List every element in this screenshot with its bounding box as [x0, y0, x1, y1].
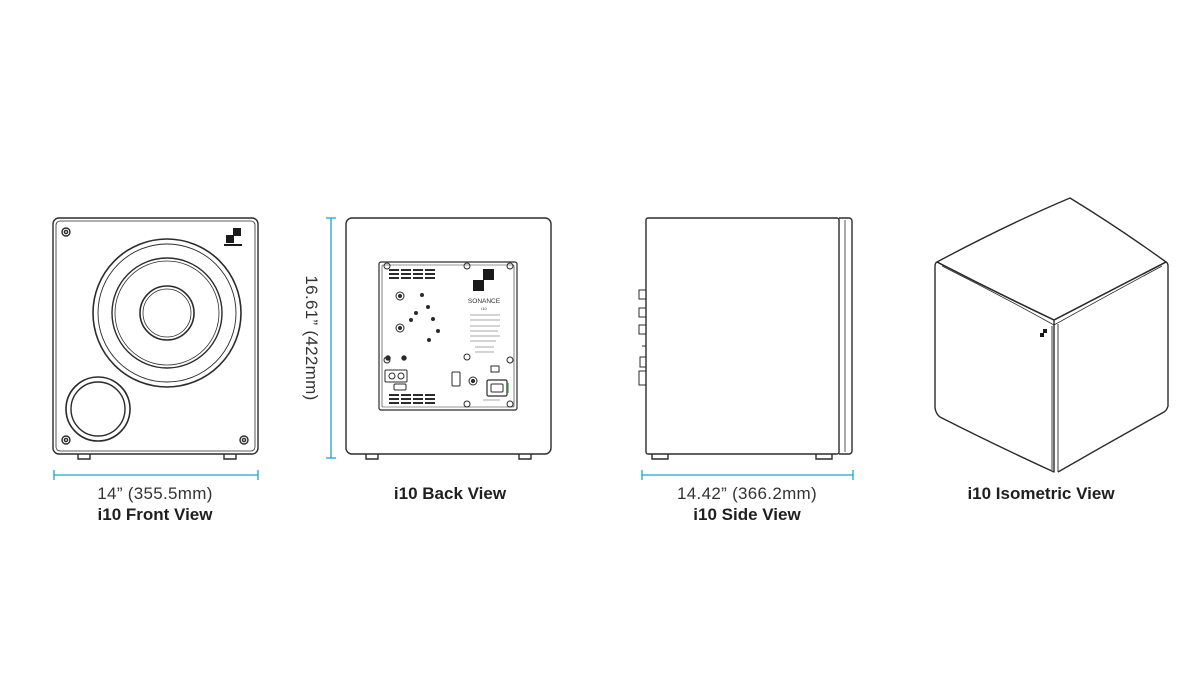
front-view-drawing — [52, 217, 259, 460]
side-cabinet — [645, 217, 840, 455]
woofer — [92, 238, 242, 388]
back-view-drawing — [345, 217, 552, 460]
front-width-dimension: 14” (355.5mm) — [97, 484, 213, 503]
side-view-title: i10 Side View — [693, 505, 801, 524]
amp-vents — [389, 269, 435, 404]
front-baffle — [55, 220, 256, 452]
bass-port — [65, 376, 131, 442]
front-logo — [224, 228, 242, 246]
isometric-view-drawing — [934, 197, 1169, 473]
front-screws — [61, 227, 249, 445]
amp-plate — [378, 261, 518, 411]
iso-top-face — [936, 197, 1167, 321]
side-feet — [651, 454, 833, 460]
back-fine-print — [470, 314, 500, 401]
back-cabinet — [345, 217, 552, 455]
back-model-text: i10 — [481, 306, 487, 311]
back-height-dimension-line — [326, 217, 336, 459]
back-logo — [473, 269, 494, 291]
front-feet — [77, 454, 237, 460]
side-depth-dimension-line — [641, 470, 854, 480]
back-brand-text: SONANCE — [468, 298, 501, 305]
iso-logo — [1040, 329, 1047, 337]
iso-right-face — [1053, 261, 1169, 473]
side-front-baffle — [839, 217, 853, 455]
side-view-drawing — [638, 217, 853, 460]
back-height-dimension: 16.61” (422mm) — [302, 275, 321, 401]
isometric-view-title: i10 Isometric View — [967, 484, 1115, 503]
amp-controls — [384, 291, 509, 397]
front-view-title: i10 Front View — [97, 505, 213, 524]
front-cabinet — [52, 217, 259, 455]
front-width-dimension-line — [53, 470, 259, 480]
iso-edge-bevel — [1051, 324, 1059, 472]
back-view-title: i10 Back View — [393, 484, 507, 503]
back-feet — [365, 454, 532, 460]
side-depth-dimension: 14.42” (366.2mm) — [677, 484, 817, 503]
side-rear-connectors — [638, 289, 647, 386]
iso-left-face — [934, 261, 1055, 473]
